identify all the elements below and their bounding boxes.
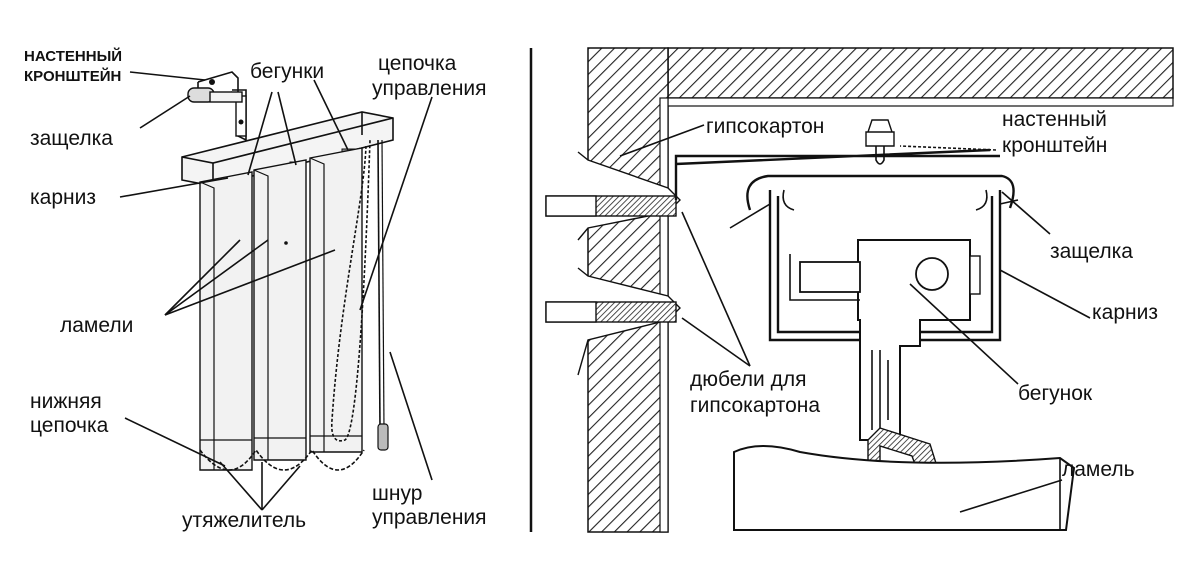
bracket-screw: [865, 119, 895, 147]
ceiling-hatched: [667, 47, 1174, 99]
label-control-chain-line2: управления: [372, 77, 487, 100]
label-control-cord-line1: шнур: [372, 482, 422, 505]
label-control-chain-line1: цепочка: [378, 52, 457, 75]
label-weight: утяжелитель: [182, 509, 306, 532]
label-wall-bracket-line1: НАСТЕННЫЙ: [24, 47, 122, 65]
wall-bracket-profile: [674, 148, 1000, 200]
left-leader-lines: [119, 71, 433, 511]
dowels-drawing: [545, 151, 681, 376]
label-runner: бегунок: [1018, 382, 1093, 405]
label-slat: ламель: [1062, 458, 1135, 481]
right-leader-lines: [619, 124, 1091, 513]
runner-drawing: [789, 239, 981, 479]
latch-drawing: [187, 87, 243, 103]
wall-bracket-drawing: [197, 71, 247, 142]
right-panel-cross-section: гипсокартон настенный кронштейн защелка …: [545, 47, 1174, 533]
label-latch-right: защелка: [1050, 240, 1133, 263]
label-control-cord-line2: управления: [372, 506, 487, 529]
control-cord-drawing: [377, 139, 389, 451]
drywall-ceiling: [667, 97, 1174, 107]
bottom-chain-drawing: [199, 448, 365, 471]
label-drywall: гипсокартон: [706, 115, 824, 138]
label-bottom-chain-line1: нижняя: [30, 390, 102, 413]
label-cornice-right: карниз: [1092, 301, 1158, 324]
label-slats: ламели: [60, 314, 133, 337]
label-runners: бегунки: [250, 60, 324, 83]
label-bottom-chain-line2: цепочка: [30, 414, 109, 437]
label-wall-bracket-line2: КРОНШТЕЙН: [24, 67, 121, 85]
label-wall-bracket-right-line2: кронштейн: [1002, 134, 1107, 157]
label-dowels-line1: дюбели для: [690, 368, 806, 391]
label-latch: защелка: [30, 127, 113, 150]
slats-drawing: [199, 147, 363, 471]
label-dowels-line2: гипсокартона: [690, 394, 820, 417]
left-panel-blinds-assembly: НАСТЕННЫЙ КРОНШТЕЙН защелка бегунки цепо…: [24, 47, 487, 532]
label-wall-bracket-right-line1: настенный: [1002, 108, 1107, 131]
control-chain-drawing: [330, 139, 371, 442]
label-cornice: карниз: [30, 186, 96, 209]
slat-drawing: [733, 445, 1076, 531]
